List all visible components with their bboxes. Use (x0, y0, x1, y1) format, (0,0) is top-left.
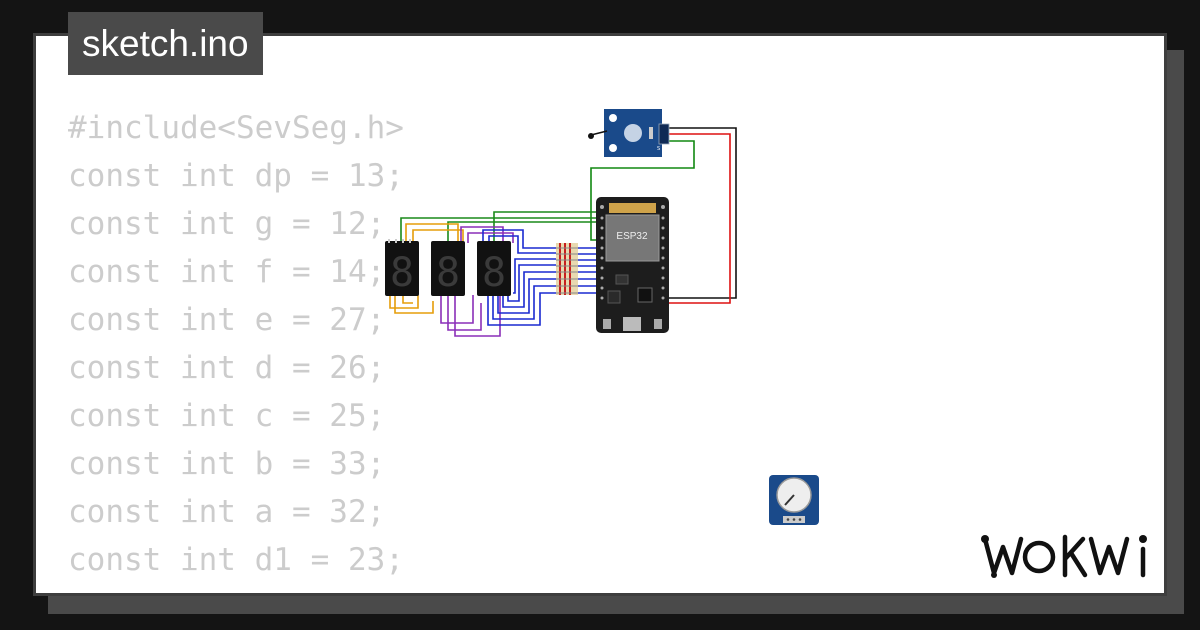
code-line: const int dp = 13; (68, 158, 404, 194)
svg-text:8: 8 (390, 250, 414, 296)
svg-text:8: 8 (436, 250, 460, 296)
code-line: const int f = 14; (68, 254, 386, 290)
preview-card: #include<SevSeg.h> const int dp = 13; cons… (33, 33, 1167, 596)
board-label: ESP32 (616, 231, 648, 242)
code-line: const int a = 32; (68, 494, 386, 530)
wire-vcc (665, 133, 731, 304)
wire-signal (590, 140, 695, 241)
code-line: const int d1 = 23; (68, 542, 404, 578)
code-line: const int g = 12; (68, 206, 386, 242)
seven-segment-display-3: 8 (477, 241, 511, 296)
code-line: const int b = 33; (68, 446, 386, 482)
resistor-array (556, 243, 578, 295)
code-preview: #include<SevSeg.h> const int dp = 13; cons… (68, 104, 404, 593)
wokwi-logo (981, 534, 1147, 578)
potentiometer (769, 475, 819, 525)
file-tab[interactable]: sketch.ino (68, 12, 263, 75)
seven-segment-display-1: 8 (385, 239, 419, 296)
wire-gnd (665, 127, 737, 299)
code-line: const int d = 26; (68, 350, 386, 386)
code-line: const int d2 = 22; (68, 584, 404, 593)
code-line: #include<SevSeg.h> (68, 110, 404, 146)
sensor-pin-label: S (657, 146, 660, 152)
esp32-board: ESP32 (596, 197, 669, 333)
svg-text:8: 8 (482, 250, 506, 296)
seven-segment-display-2: 8 (431, 241, 465, 296)
circuit-diagram: 8 8 8 (385, 109, 819, 525)
sensor-module: S (588, 109, 670, 157)
code-line: const int c = 25; (68, 398, 386, 434)
code-line: const int e = 27; (68, 302, 386, 338)
